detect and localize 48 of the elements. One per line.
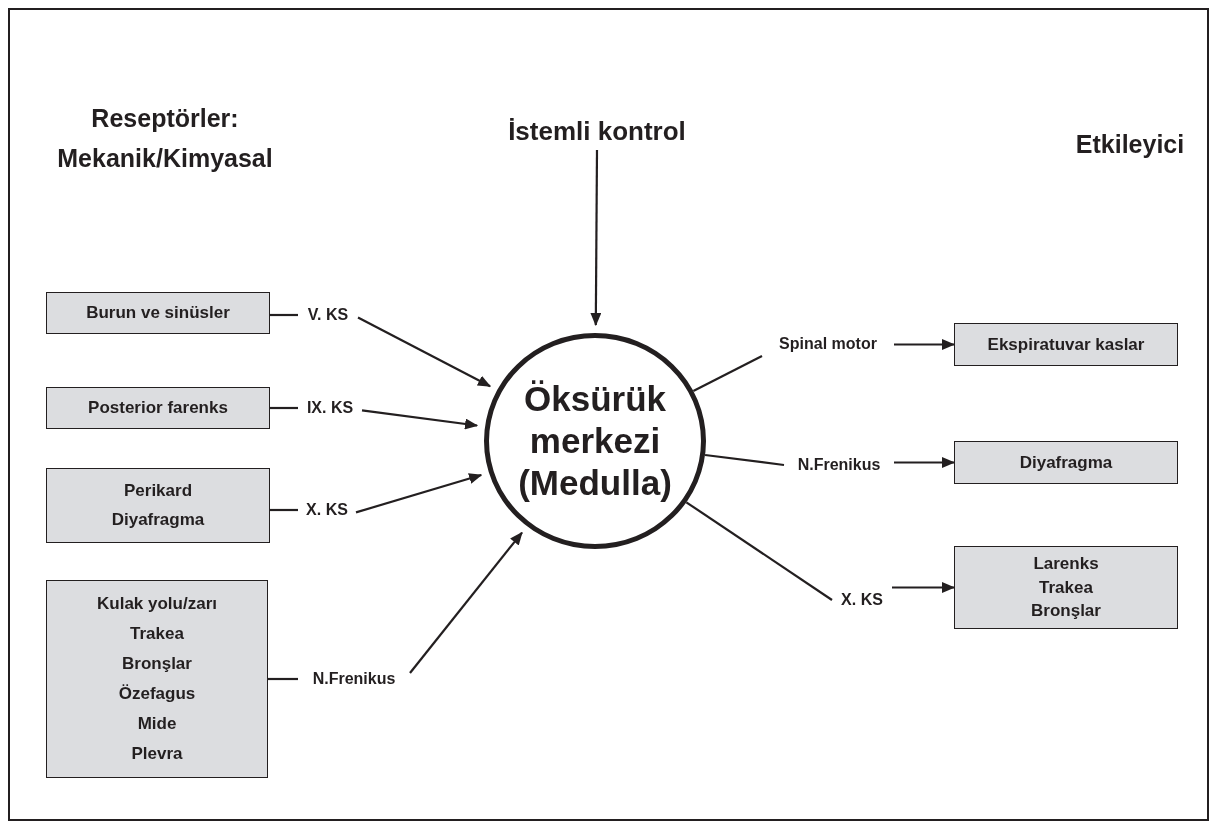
box-text: Larenks bbox=[1033, 552, 1099, 575]
box-text: Trakea bbox=[1039, 576, 1093, 599]
column-heading: Reseptörler: Mekanik/Kimyasal bbox=[56, 103, 274, 174]
nerve-label: X. KS bbox=[832, 588, 892, 612]
box-text: Burun ve sinüsler bbox=[86, 302, 230, 324]
box-text: Posterior farenks bbox=[88, 397, 228, 419]
organ-box bbox=[46, 292, 270, 334]
box-text: Bronşlar bbox=[1031, 600, 1101, 623]
arrow bbox=[361, 409, 479, 430]
box-text: Perikard bbox=[123, 480, 192, 502]
nerve-label: V. KS bbox=[298, 303, 358, 327]
connector-line bbox=[270, 508, 298, 512]
box-text: Ekspiratuvar kaslar bbox=[987, 333, 1145, 356]
connector-line bbox=[268, 677, 298, 681]
nerve-label: İstemli kontrol bbox=[462, 112, 732, 150]
organ-box bbox=[46, 387, 270, 429]
connector-line bbox=[685, 501, 833, 601]
organ-box bbox=[46, 580, 268, 778]
box-text: Kulak yolu/zarı bbox=[97, 593, 217, 615]
connector-line bbox=[692, 355, 763, 392]
arrow bbox=[894, 457, 956, 468]
organ-box bbox=[954, 546, 1178, 629]
arrow bbox=[590, 150, 602, 327]
organ-box bbox=[954, 441, 1178, 484]
arrow bbox=[357, 316, 492, 388]
arrow bbox=[409, 531, 523, 674]
center-title: Öksürük merkezi (Medulla) bbox=[517, 378, 673, 504]
nerve-label: Spinal motor bbox=[762, 332, 894, 356]
box-text: Özefagus bbox=[118, 683, 196, 705]
organ-box bbox=[954, 323, 1178, 366]
box-text: Mide bbox=[137, 713, 177, 735]
arrow bbox=[355, 473, 483, 514]
organ-box bbox=[46, 468, 270, 543]
box-text: Trakea bbox=[130, 623, 184, 645]
nerve-label: N.Frenikus bbox=[784, 453, 894, 477]
arrow bbox=[894, 339, 956, 350]
box-text: Diyafragma bbox=[111, 509, 205, 531]
connector-line bbox=[704, 453, 785, 467]
box-text: Bronşlar bbox=[122, 653, 192, 675]
connector-line bbox=[270, 313, 298, 317]
column-heading: Etkileyici bbox=[1074, 129, 1186, 160]
connector-line bbox=[270, 406, 298, 410]
box-text: Plevra bbox=[131, 743, 183, 765]
box-text: Diyafragma bbox=[1019, 451, 1113, 474]
nerve-label: N.Frenikus bbox=[298, 667, 410, 691]
arrow bbox=[892, 582, 956, 593]
nerve-label: IX. KS bbox=[298, 396, 362, 420]
nerve-label: X. KS bbox=[298, 498, 356, 522]
